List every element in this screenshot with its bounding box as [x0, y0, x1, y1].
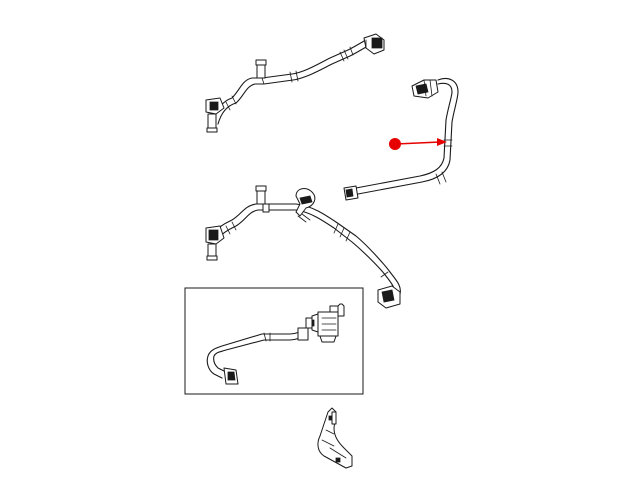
vent-hose: [343, 77, 459, 201]
detail-inset: [184, 287, 364, 395]
upper-vapor-hose: [205, 33, 385, 133]
jumper-hose: [206, 327, 309, 385]
callout-dot-icon[interactable]: [389, 138, 401, 150]
mounting-bracket: [317, 407, 353, 469]
callout-arrow-icon: [437, 138, 447, 146]
main-vapor-hose: [205, 185, 401, 309]
callout-leader-line: [395, 141, 441, 145]
callout-group: [389, 138, 447, 150]
purge-valve: [305, 303, 345, 343]
